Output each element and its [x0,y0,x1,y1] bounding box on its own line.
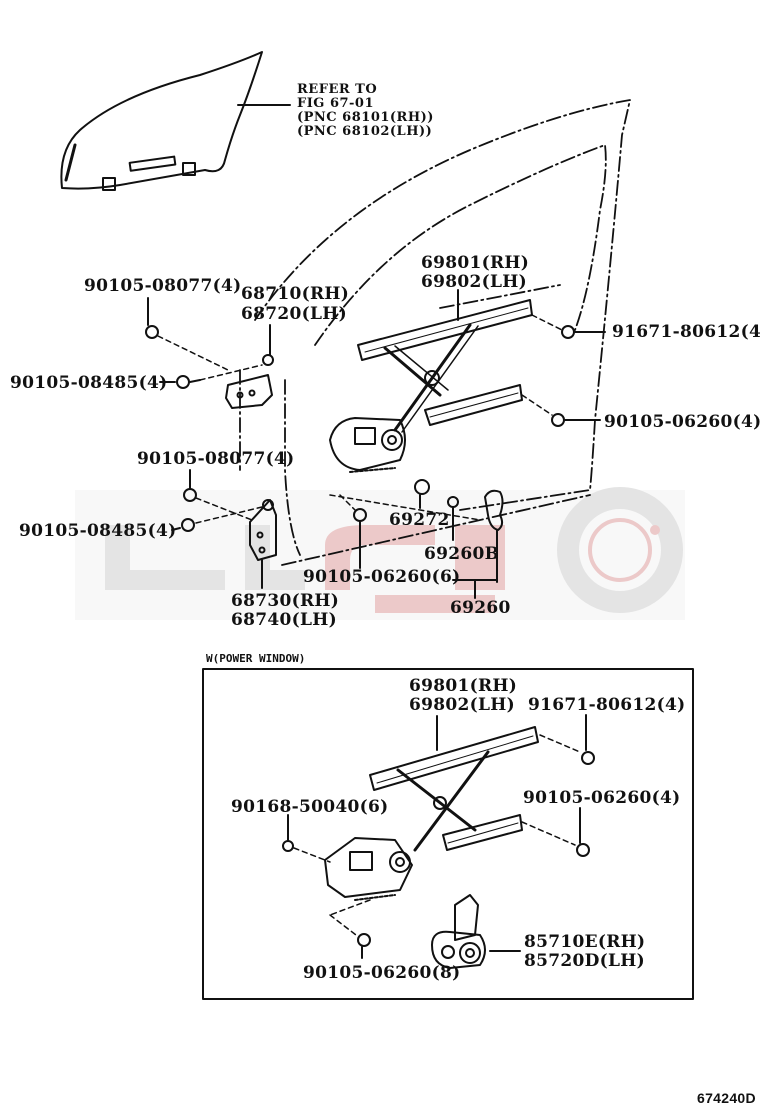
window-regulator [329,289,533,473]
part-label-91671-80612[interactable]: 91671-80612(4) [612,322,760,342]
glass-ref-line1: REFER TO [297,82,378,97]
part-label-68740[interactable]: 68740(LH) [231,610,337,630]
pw-part-label-91671-80612[interactable]: 91671-80612(4) [528,695,686,715]
hinge-upper [225,324,274,409]
pw-part-label-69802[interactable]: 69802(LH) [409,695,515,715]
power-window-box [202,668,694,1000]
part-label-69272[interactable]: 69272 [389,510,450,530]
pw-part-label-69801[interactable]: 69801(RH) [409,676,518,696]
part-label-90105-06260-4[interactable]: 90105-06260(4) [604,412,760,432]
part-label-69801[interactable]: 69801(RH) [421,253,530,273]
power-window-regulator [282,714,595,969]
glass-ref-line4: (PNC 68102(LH)) [297,124,433,139]
part-label-90105-08077-lower[interactable]: 90105-08077(4) [137,449,295,469]
part-label-68730[interactable]: 68730(RH) [231,591,340,611]
door-frame-outline [239,99,631,566]
pw-part-label-90105-06260-4[interactable]: 90105-06260(4) [523,788,681,808]
dashed-leaders-upper [157,314,563,524]
part-label-69260[interactable]: 69260 [450,598,511,618]
pw-part-label-85710E[interactable]: 85710E(RH) [524,932,646,952]
dashed-leaders-power [293,734,581,936]
part-label-68710[interactable]: 68710(RH) [241,284,350,304]
part-label-90105-08485-lower[interactable]: 90105-08485(4) [19,521,177,541]
figure-code: 674240D [697,1090,756,1106]
pw-part-label-85720D[interactable]: 85720D(LH) [524,951,645,971]
part-label-69802[interactable]: 69802(LH) [421,272,527,292]
part-label-90105-06260-6[interactable]: 90105-06260(6) [303,567,461,587]
pw-part-label-90105-06260-8[interactable]: 90105-06260(8) [303,963,461,983]
pw-part-label-90168-50040[interactable]: 90168-50040(6) [231,797,389,817]
glass-ref-line2: FIG 67-01 [297,96,375,111]
power-window-title: W(POWER WINDOW) [206,652,306,665]
hinge-lower [249,499,277,589]
part-label-69260B[interactable]: 69260B [424,544,500,564]
bolts-upper [145,297,606,599]
part-label-90105-08485-upper[interactable]: 90105-08485(4) [10,373,168,393]
part-label-68720[interactable]: 68720(LH) [241,304,347,324]
glass-ref-line3: (PNC 68101(RH)) [297,110,434,125]
door-glass [60,51,291,191]
part-label-90105-08077-upper[interactable]: 90105-08077(4) [84,276,242,296]
